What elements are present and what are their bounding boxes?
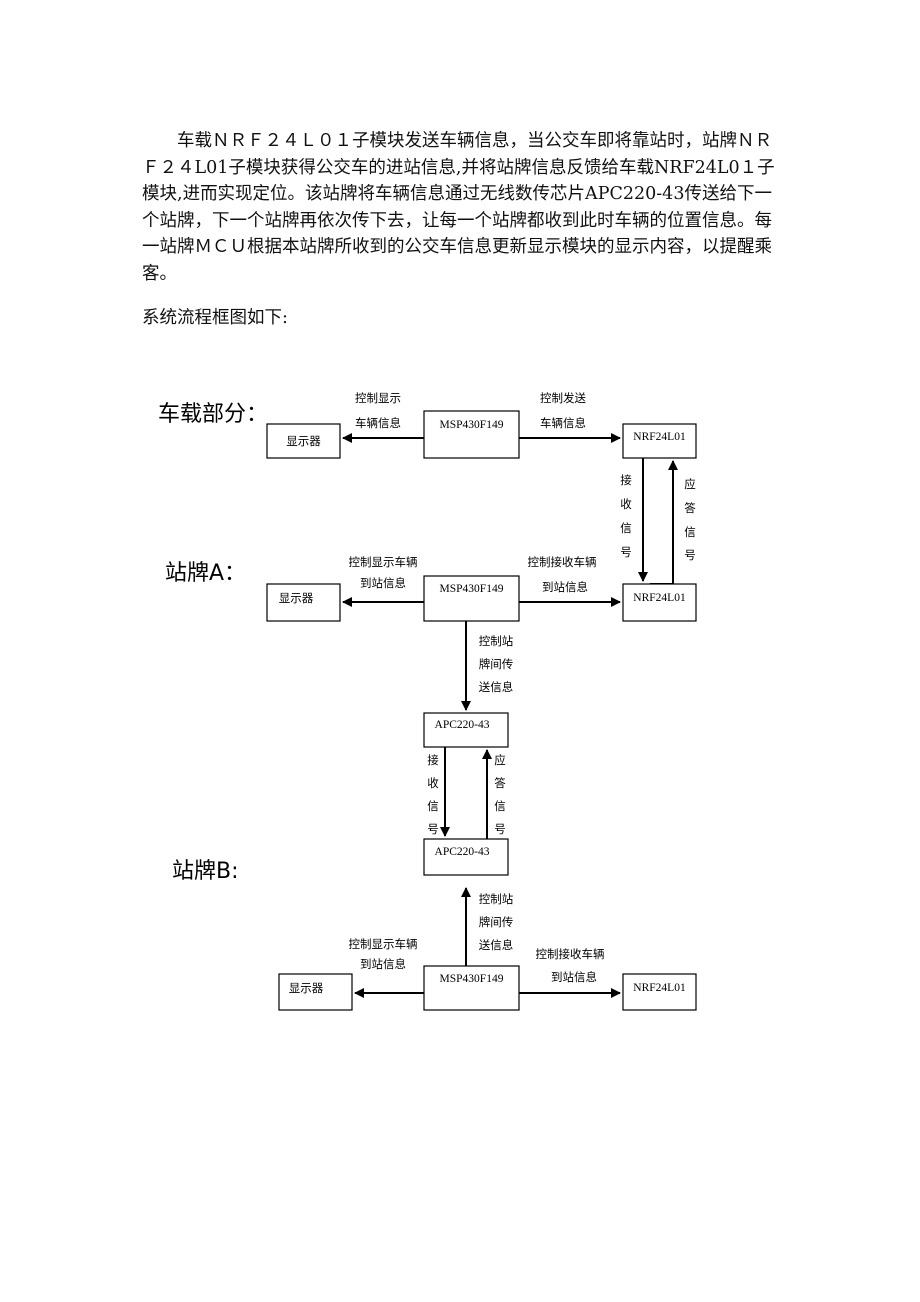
label-ack-2: 答 (684, 501, 696, 515)
vehicle-mcu-box (423, 410, 520, 459)
label-apc-recv-4: 号 (427, 822, 439, 836)
diagram-caption: 系统流程框图如下: (142, 308, 288, 328)
label-ack-4: 号 (684, 548, 696, 562)
vehicle-nrf-box (622, 423, 697, 459)
label-inter-b-3: 送信息 (479, 938, 514, 952)
vehicle-display-box (266, 423, 341, 459)
label-vehicle-display-2: 车辆信息 (355, 416, 401, 430)
vehicle-mcu-label: MSP430F149 (440, 419, 504, 431)
label-apc-recv-2: 收 (427, 776, 439, 790)
label-inter-b-1: 控制站 (479, 892, 514, 906)
label-recv-1: 接 (620, 473, 632, 487)
station-b-mcu-label: MSP430F149 (440, 973, 504, 985)
apc-lower-box (423, 838, 509, 876)
label-apc-recv-1: 接 (427, 753, 439, 767)
station-a-display-label: 显示器 (279, 592, 314, 605)
section-vehicle-title: 车载部分： (158, 402, 268, 427)
station-b-display-label: 显示器 (289, 982, 324, 995)
section-station-b-title: 站牌B: (172, 859, 239, 884)
label-vehicle-display-1: 控制显示 (355, 391, 401, 405)
apc-upper-label: APC220-43 (435, 719, 490, 731)
label-apc-recv-3: 信 (427, 799, 439, 813)
apc-lower-label: APC220-43 (435, 846, 490, 858)
label-inter-a-1: 控制站 (479, 634, 514, 648)
label-ack-1: 应 (684, 477, 696, 491)
label-recv-4: 号 (620, 545, 632, 559)
label-b-display-2: 到站信息 (360, 957, 406, 971)
label-inter-a-2: 牌间传 (479, 657, 514, 671)
station-b-nrf-label: NRF24L01 (633, 982, 686, 994)
label-apc-ack-2: 答 (494, 776, 506, 790)
label-apc-ack-4: 号 (494, 822, 506, 836)
label-recv-2: 收 (620, 497, 632, 511)
station-a-mcu-label: MSP430F149 (440, 583, 504, 595)
label-a-display-1: 控制显示车辆 (349, 555, 418, 569)
apc-upper-box (423, 712, 509, 748)
label-vehicle-send-1: 控制发送 (540, 391, 586, 405)
station-b-mcu-box (423, 965, 520, 1011)
label-a-recv-2: 到站信息 (542, 580, 588, 594)
label-b-recv-2: 到站信息 (551, 970, 597, 984)
vehicle-display-label: 显示器 (286, 435, 321, 448)
arrow-ack-signal (650, 460, 678, 585)
station-b-nrf-box (622, 973, 697, 1011)
label-ack-3: 信 (684, 525, 696, 539)
label-b-recv-1: 控制接收车辆 (536, 947, 605, 961)
station-a-nrf-box (622, 583, 697, 622)
label-a-recv-1: 控制接收车辆 (528, 555, 597, 569)
station-a-display-box (266, 583, 341, 622)
label-a-display-2: 到站信息 (360, 576, 406, 590)
station-a-mcu-box (423, 575, 520, 622)
label-inter-a-3: 送信息 (479, 680, 514, 694)
label-inter-b-2: 牌间传 (479, 915, 514, 929)
label-recv-3: 信 (620, 521, 632, 535)
intro-paragraph: 车载ＮＲＦ２４Ｌ０１子模块发送车辆信息，当公交车即将靠站时，站牌ＮＲＦ２４L01… (142, 131, 775, 284)
station-b-display-box (278, 973, 353, 1011)
label-b-display-1: 控制显示车辆 (349, 937, 418, 951)
label-apc-ack-3: 信 (494, 799, 506, 813)
label-apc-ack-1: 应 (494, 753, 506, 767)
vehicle-nrf-label: NRF24L01 (633, 431, 686, 443)
label-vehicle-send-2: 车辆信息 (540, 416, 586, 430)
section-station-a-title: 站牌A： (165, 561, 246, 586)
station-a-nrf-label: NRF24L01 (633, 592, 686, 604)
